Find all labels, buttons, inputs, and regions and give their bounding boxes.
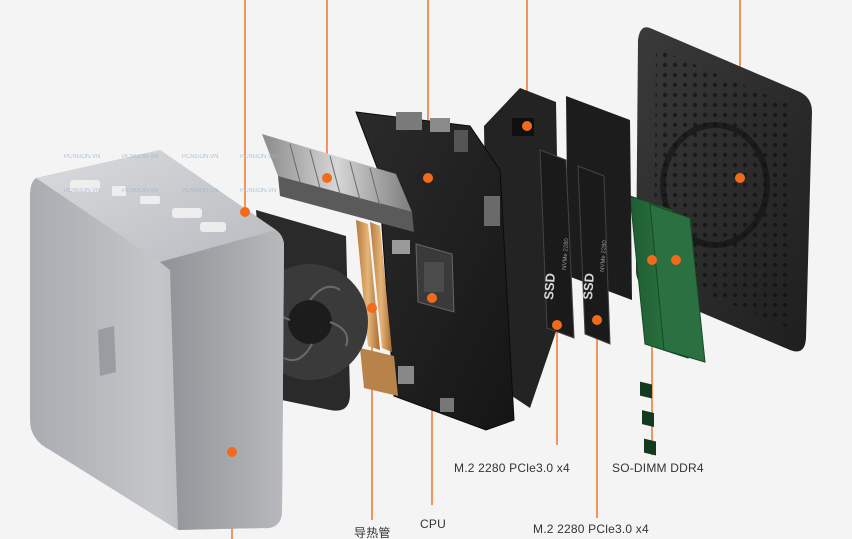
label-cpu: CPU xyxy=(420,517,446,531)
ssd-2-sublabel: NVMe 2280 xyxy=(600,239,608,272)
watermark-3: PCNGON.VN xyxy=(182,154,219,160)
callout-dots xyxy=(227,121,745,457)
watermark-5: PCNGON.VN xyxy=(64,188,101,194)
heatpipe xyxy=(356,220,410,396)
ssd-nvme-2: SSD NVMe 2280 xyxy=(577,165,611,345)
ssd-1-label: SSD xyxy=(541,272,558,300)
label-heatpipe: 导热管 xyxy=(354,526,391,539)
label-sodimm: SO-DIMM DDR4 xyxy=(612,461,704,475)
ssd-2-label: SSD xyxy=(580,272,597,300)
label-m2-slot-1: M.2 2280 PCle3.0 x4 xyxy=(454,461,570,475)
watermark-2: PCNGON.VN xyxy=(122,154,159,160)
ssd-1-sublabel: NVMe 2280 xyxy=(562,237,570,270)
label-m2-slot-2: M.2 2280 PCle3.0 x4 xyxy=(533,522,649,536)
cpu-heatsink xyxy=(262,134,414,232)
watermark-1: PCNGON.VN xyxy=(64,154,101,160)
mini-pc-case xyxy=(30,150,284,530)
watermark-8: PCNGON.VN xyxy=(240,188,277,194)
watermark-7: PCNGON.VN xyxy=(182,188,219,194)
sodimm-ram-modules xyxy=(629,195,706,456)
watermark-6: PCNGON.VN xyxy=(122,188,159,194)
ssd-nvme-1: SSD NVMe 2280 xyxy=(539,149,575,339)
watermark-4: PCNGON.VN xyxy=(240,154,277,160)
